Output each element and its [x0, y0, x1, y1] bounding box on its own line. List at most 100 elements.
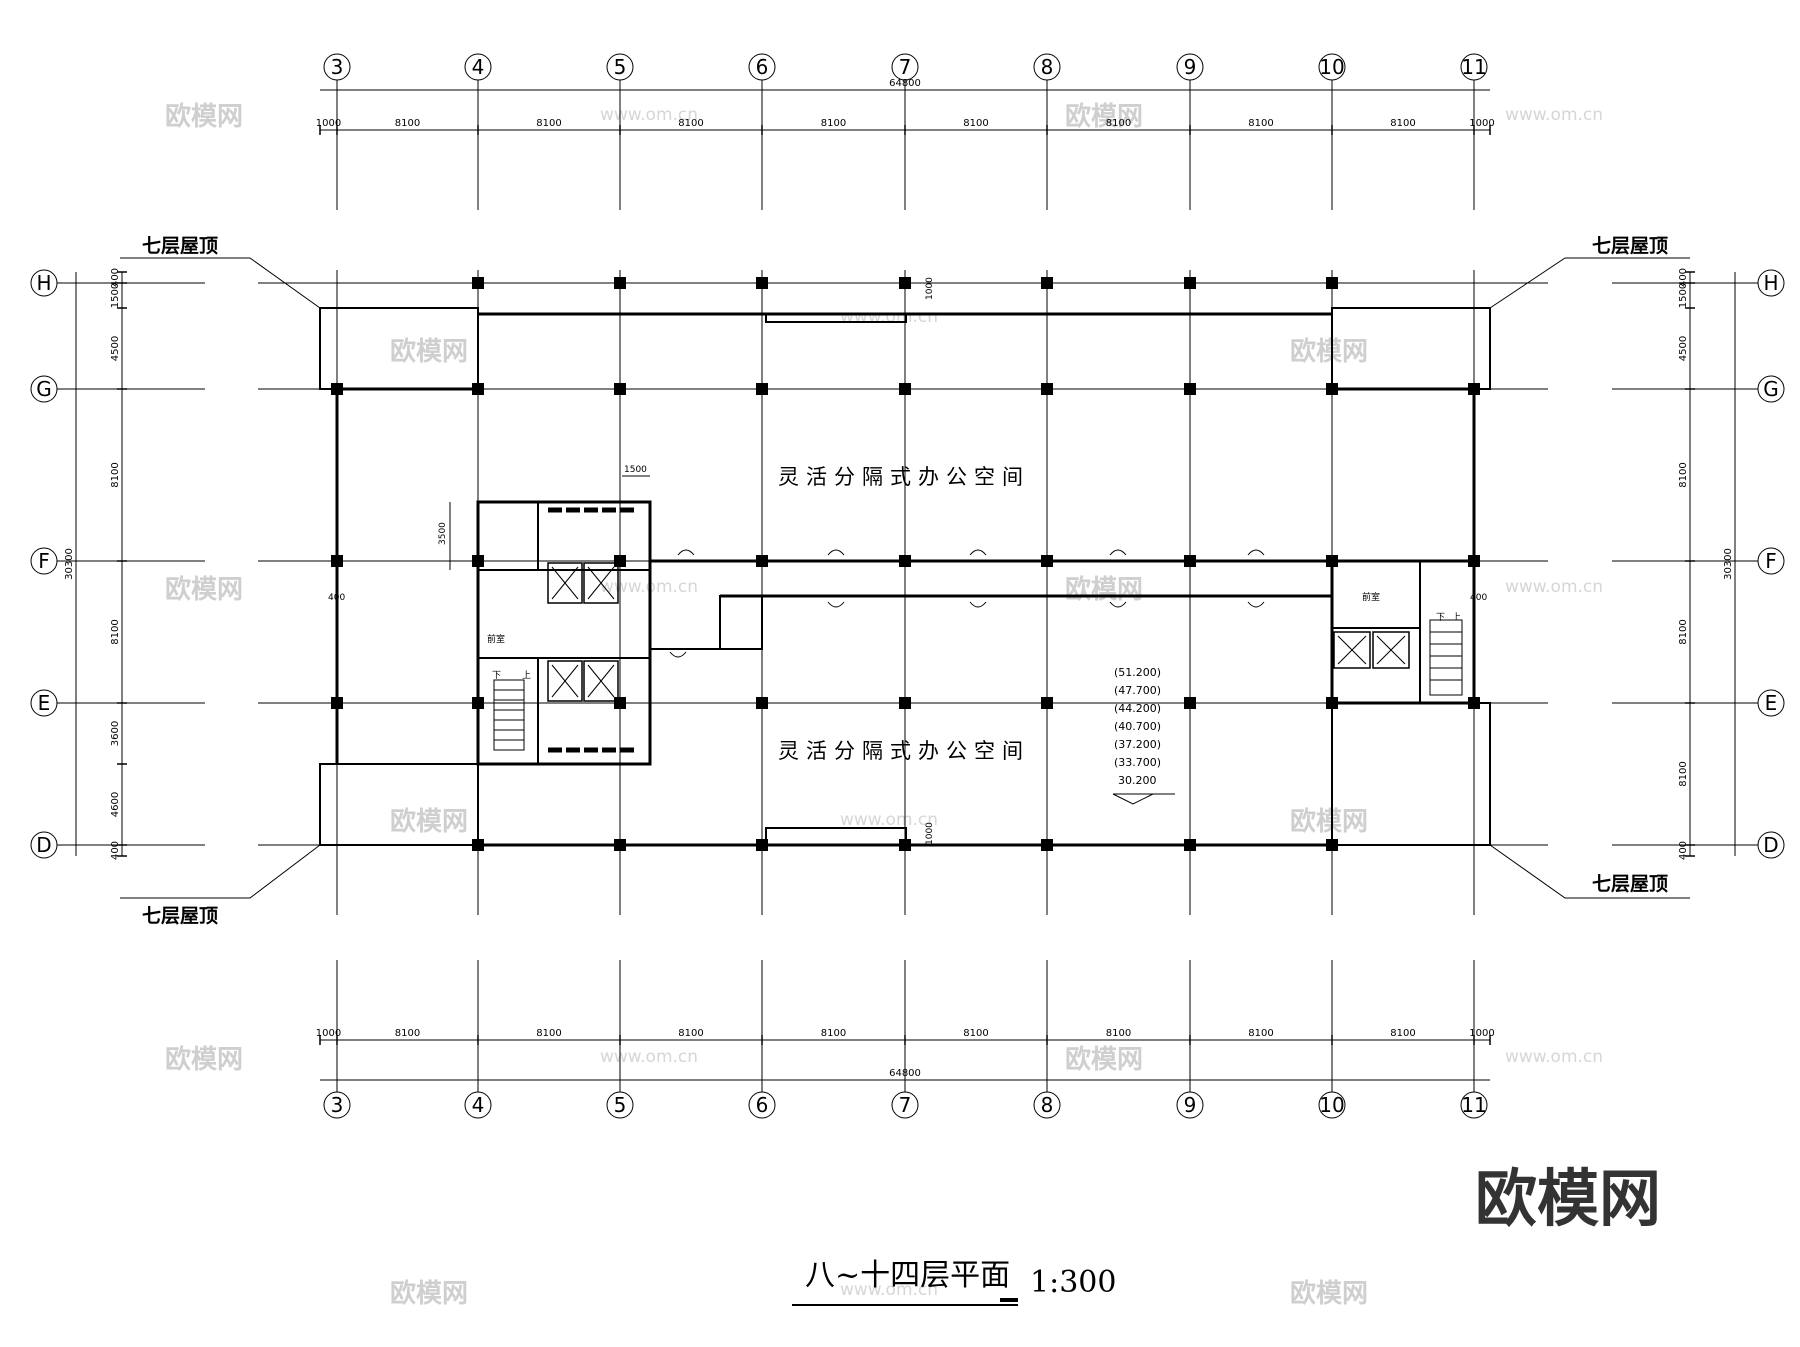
- dim-value: 8100: [110, 462, 121, 487]
- dim-value: 8100: [536, 1028, 561, 1039]
- dim-1500: 1500: [624, 465, 647, 475]
- dim-value: 8100: [1678, 761, 1689, 786]
- axis-label-col: 3: [331, 55, 344, 79]
- leader-sw: [120, 844, 321, 899]
- door-swings: [669, 549, 1265, 658]
- axis-bubble-row: [30, 269, 58, 297]
- axis-label-col: 6: [756, 55, 769, 79]
- dim-value: 4600: [110, 792, 121, 817]
- watermarks: 欧模网 www.om.cn 欧模网 www.om.cn 欧模网 www.om.c…: [165, 101, 1603, 1309]
- structural-column: [1041, 277, 1053, 289]
- axis-bubble-row: [1757, 831, 1785, 859]
- dim-overall-value: 64800: [889, 1068, 921, 1079]
- structural-columns: [331, 277, 1480, 851]
- axis-label-col: 9: [1184, 1093, 1197, 1117]
- watermark: 欧模网: [1290, 336, 1368, 367]
- elevator-shaft: [547, 562, 583, 604]
- axis-label-col: 10: [1319, 55, 1344, 79]
- corridor-alcove: [719, 595, 763, 650]
- axis-label-col: 7: [899, 55, 912, 79]
- dim-value: 8100: [536, 118, 561, 129]
- structural-column: [1326, 839, 1338, 851]
- axis-bubble-col: [891, 1091, 919, 1119]
- axis-label-col: 4: [472, 1093, 485, 1117]
- dim-value: 8100: [963, 118, 988, 129]
- axis-label-row: G: [1763, 377, 1779, 401]
- roof-callout-sw: 七层屋顶: [142, 905, 218, 927]
- watermark-url: www.om.cn: [1505, 577, 1603, 597]
- structural-column: [1468, 555, 1480, 567]
- elevation-value: (44.200): [1114, 702, 1161, 715]
- structural-column: [1326, 277, 1338, 289]
- elevator-cross: [1337, 635, 1406, 665]
- dim-overall-value: 64800: [889, 78, 921, 89]
- watermark-url: www.om.cn: [600, 105, 698, 125]
- axis-label-row: F: [38, 549, 50, 573]
- structural-column: [899, 383, 911, 395]
- axis-label-row: E: [38, 691, 51, 715]
- axis-label-col: 11: [1461, 1093, 1486, 1117]
- axis-bubble-col: [606, 53, 634, 81]
- watermark: 欧模网: [1065, 574, 1143, 605]
- axis-bubble-col: [1033, 53, 1061, 81]
- brand-logo: 欧模网: [1475, 1162, 1661, 1235]
- dim-3500: 3500: [438, 522, 448, 545]
- dim-value: 8100: [110, 619, 121, 644]
- axis-bubble-col: [323, 53, 351, 81]
- axis-label-col: 6: [756, 1093, 769, 1117]
- axis-label-row: D: [36, 833, 51, 857]
- watermark: 欧模网: [390, 336, 468, 367]
- axis-label-col: 5: [614, 1093, 627, 1117]
- axis-bubble-col: [1460, 1091, 1488, 1119]
- axis-bubble-row: [30, 375, 58, 403]
- core-right: [1330, 559, 1476, 705]
- stair-up-label: 上: [522, 670, 531, 681]
- stair-left: [493, 679, 525, 751]
- axis-label-row: H: [36, 271, 51, 295]
- structural-column: [1041, 697, 1053, 709]
- dim-value: 400: [110, 268, 121, 287]
- watermark: 欧模网: [1290, 1278, 1368, 1309]
- stair-down-label: 下: [492, 671, 501, 681]
- axis-bubble-row: [1757, 689, 1785, 717]
- axis-bubble-col: [1176, 1091, 1204, 1119]
- elevator-cross: [551, 566, 615, 698]
- axis-bubble-col: [323, 1091, 351, 1119]
- structural-column: [472, 555, 484, 567]
- structural-column: [899, 839, 911, 851]
- structural-column: [472, 839, 484, 851]
- axis-bubble-col: [606, 1091, 634, 1119]
- dim-value: 8100: [1248, 1028, 1273, 1039]
- axis-label-row: F: [1765, 549, 1777, 573]
- watermark: 欧模网: [165, 574, 243, 605]
- elevation-value: (33.700): [1114, 756, 1161, 769]
- axis-bubble-col: [1460, 53, 1488, 81]
- dim-value: 8100: [395, 1028, 420, 1039]
- roof-callout-se: 七层屋顶: [1592, 873, 1668, 895]
- watermark-url: www.om.cn: [840, 810, 938, 830]
- axis-label-col: 8: [1041, 55, 1054, 79]
- watermark-url: www.om.cn: [840, 307, 938, 327]
- elevator-shaft: [1372, 631, 1410, 669]
- axis-label-row: H: [1763, 271, 1778, 295]
- structural-column: [756, 697, 768, 709]
- watermark: 欧模网: [390, 1278, 468, 1309]
- axis-label-row: E: [1765, 691, 1778, 715]
- axis-bubble-col: [1318, 53, 1346, 81]
- dim-value: 8100: [1106, 118, 1131, 129]
- structural-column: [472, 383, 484, 395]
- structural-column: [1468, 697, 1480, 709]
- elevator-shaft: [583, 562, 619, 604]
- axis-bubble-row: [1757, 269, 1785, 297]
- dim-value: 1500: [110, 283, 121, 308]
- stair-up-label: 上: [1452, 612, 1461, 623]
- dim-value: 8100: [1678, 462, 1689, 487]
- axis-bubble-row: [1757, 375, 1785, 403]
- axis-bubble-col: [748, 53, 776, 81]
- elevation-marker: [1112, 793, 1154, 805]
- structural-column: [899, 277, 911, 289]
- lobby-label-right: 前室: [1362, 591, 1380, 603]
- elevator-shaft: [547, 660, 583, 702]
